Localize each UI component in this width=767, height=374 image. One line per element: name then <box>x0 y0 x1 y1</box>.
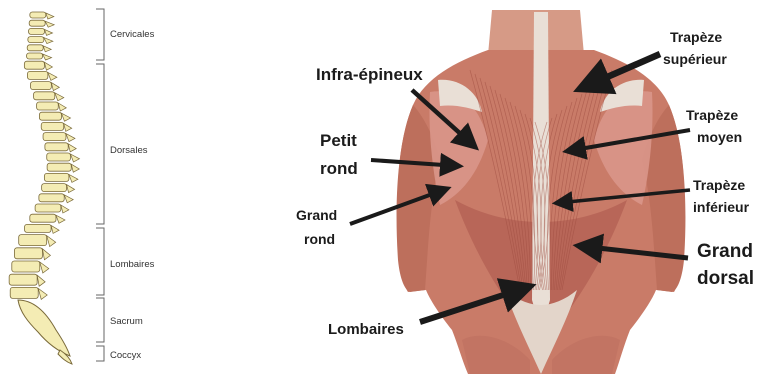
spinous-process <box>51 225 59 233</box>
vertebra <box>39 194 64 202</box>
vertebra <box>30 82 51 90</box>
vertebra <box>42 184 67 192</box>
vertebra <box>45 143 68 151</box>
label-trapeze-moyen-line2: moyen <box>697 129 742 145</box>
bracket-dorsales <box>96 64 104 224</box>
spinous-process <box>42 249 50 260</box>
spinous-process <box>37 275 45 286</box>
bracket-cervicales <box>96 9 104 60</box>
label-trapeze-superieur-line1: Trapèze <box>670 29 722 45</box>
label-grand-rond-line2: rond <box>304 231 335 247</box>
spinous-process <box>40 262 49 273</box>
label-trapeze-superieur-line2: supérieur <box>663 51 727 67</box>
spinous-process <box>64 123 72 131</box>
sacrum-bone <box>18 300 70 356</box>
vertebra <box>29 20 45 26</box>
region-label-dorsales: Dorsales <box>110 145 148 156</box>
spinous-process <box>66 134 75 142</box>
spinous-process <box>48 72 57 80</box>
spinous-process <box>55 93 64 101</box>
vertebra <box>44 173 69 181</box>
spinous-process <box>43 46 51 52</box>
vertebra <box>41 122 63 130</box>
spinous-process <box>47 236 56 247</box>
label-lombaires: Lombaires <box>328 321 404 338</box>
bracket-lombaires <box>96 228 104 295</box>
spinous-process <box>45 21 54 27</box>
spinous-process <box>44 62 52 70</box>
vertebra <box>25 224 52 232</box>
spinous-process <box>61 205 69 213</box>
vertebra <box>34 92 55 100</box>
vertebra <box>14 248 42 259</box>
bracket-sacrum <box>96 298 104 342</box>
vertebra <box>47 153 71 161</box>
vertebra <box>12 261 40 272</box>
spinous-process <box>68 144 76 152</box>
bracket-coccyx <box>96 346 104 361</box>
spinous-process <box>64 195 73 203</box>
label-grand-rond-line1: Grand <box>296 207 337 223</box>
vertebra <box>27 53 43 59</box>
vertebral-column <box>9 12 79 364</box>
region-label-sacrum: Sacrum <box>110 316 143 327</box>
vertebra <box>19 235 47 246</box>
vertebra <box>28 37 44 43</box>
spinous-process <box>69 174 78 182</box>
label-trapeze-moyen-line1: Trapèze <box>686 107 738 123</box>
label-petit-rond-line2: rond <box>320 159 358 178</box>
spinous-process <box>61 113 70 121</box>
region-label-cervicales: Cervicales <box>110 29 155 40</box>
spinous-process <box>51 83 59 91</box>
vertebra <box>35 204 61 212</box>
spinous-process <box>46 13 54 19</box>
vertebra <box>27 71 47 79</box>
label-grand-dorsal-line1: Grand <box>697 241 753 262</box>
vertebra <box>30 12 46 18</box>
vertebra <box>9 274 37 285</box>
label-petit-rond-line1: Petit <box>320 131 357 150</box>
vertebra <box>37 102 59 110</box>
spinous-process <box>67 185 75 193</box>
vertebra <box>39 112 61 120</box>
spinous-process <box>45 29 53 35</box>
spinous-process <box>43 54 52 60</box>
vertebra <box>30 214 56 222</box>
vertebra <box>27 45 43 51</box>
label-trapeze-inferieur-line2: inférieur <box>693 199 750 215</box>
region-label-coccyx: Coccyx <box>110 350 141 361</box>
spinous-process <box>44 38 53 44</box>
vertebra <box>29 28 45 34</box>
spinous-process <box>70 154 79 162</box>
vertebra <box>24 61 44 69</box>
vertebra <box>10 287 38 298</box>
region-label-lombaires: Lombaires <box>110 259 155 270</box>
label-grand-dorsal-line2: dorsal <box>697 268 754 289</box>
spine-diagram: Cervicales Dorsales Lombaires Sacrum Coc… <box>9 9 154 364</box>
vertebra <box>43 133 66 141</box>
spinous-process <box>38 288 47 299</box>
spinous-process <box>56 215 65 223</box>
label-infra-epineux: Infra-épineux <box>316 65 423 84</box>
label-trapeze-inferieur-line1: Trapèze <box>693 177 745 193</box>
spinous-process <box>58 103 66 111</box>
spinous-process <box>71 164 79 172</box>
vertebra <box>47 163 71 171</box>
